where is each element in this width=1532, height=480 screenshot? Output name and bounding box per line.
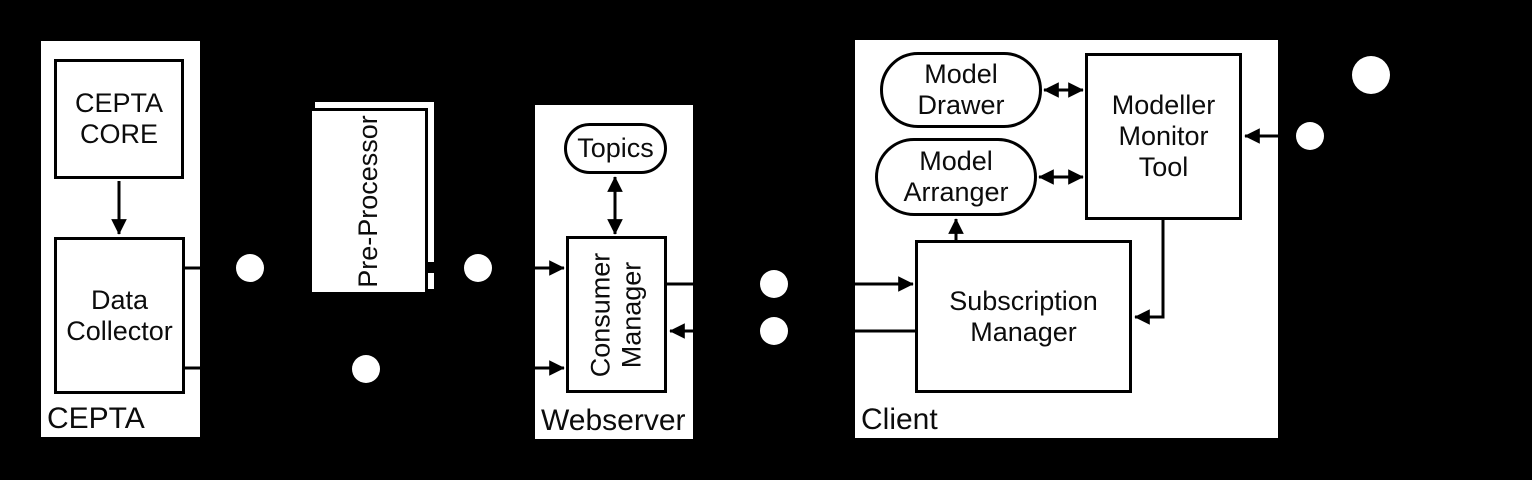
node-pre-processor-rotated-text: Pre-Processor (353, 115, 384, 288)
node-modeller-monitool-label-line3: Tool (1138, 152, 1189, 182)
connection-dot-3 (464, 254, 492, 282)
connection-dot-4 (760, 270, 788, 298)
node-model-drawer-label-line1: Model (924, 59, 998, 89)
connection-dot-5 (760, 317, 788, 345)
node-topics: Topics (564, 123, 667, 174)
node-consumer-manager: Consumer Manager (566, 236, 667, 393)
container-client-label: Client (861, 403, 938, 436)
node-modeller-monitor-tool-label-line1: Modeller (1111, 90, 1216, 120)
node-cepta-core: CEPTA CORE (54, 59, 184, 179)
node-consumer-manager-label-line2: Manager (616, 261, 647, 368)
node-subscription-manager: Subscription Manager (915, 240, 1132, 393)
container-webserver-label: Webserver (541, 404, 686, 437)
node-pre-processor: Pre-Processor (309, 108, 428, 295)
node-data-collector: Data Collector (54, 237, 185, 394)
connection-dot-6 (1296, 122, 1324, 150)
node-data-collector-label-line1: Data (90, 284, 149, 315)
node-model-drawer-label-line2: Drawer (917, 90, 1005, 120)
node-cepta-core-label-line1: CEPTA (74, 88, 163, 118)
node-model-arranger-label-line2: Arranger (903, 177, 1009, 207)
connection-dot-2 (352, 355, 380, 383)
connection-dot-1 (236, 254, 264, 282)
node-consumer-manager-label-line1: Consumer (585, 252, 616, 377)
connection-dot-7 (1352, 56, 1390, 94)
node-consumer-manager-rotated-text: Consumer Manager (586, 252, 648, 377)
node-subscription-manager-label-line2: Manager (970, 316, 1077, 347)
node-data-collector-label-line2: Collector (66, 315, 173, 346)
node-model-arranger: Model Arranger (875, 138, 1037, 216)
node-modeller-monitor-tool-label-line2: Monitor (1118, 121, 1209, 151)
node-pre-processor-label: Pre-Processor (353, 115, 384, 288)
node-modeller-monitor-tool: Modeller Monitor Tool (1085, 53, 1242, 220)
node-model-drawer: Model Drawer (880, 52, 1042, 128)
node-cepta-core-label-line2: CORE (79, 119, 158, 149)
node-subscription-manager-label-line1: Subscription (949, 285, 1098, 316)
node-model-arranger-label-line1: Model (919, 146, 993, 176)
node-topics-label: Topics (577, 133, 654, 163)
container-cepta-label: CEPTA (47, 402, 145, 435)
